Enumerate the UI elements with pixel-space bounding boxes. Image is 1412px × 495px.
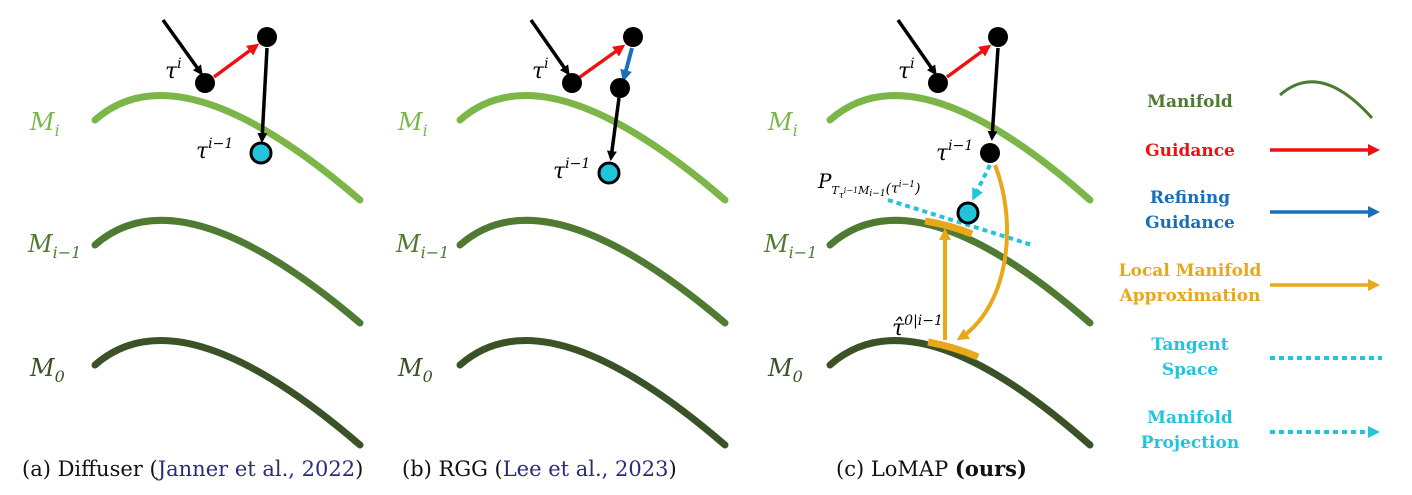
manifold-curve-i (826, 92, 1094, 204)
caption-c: (c) LoMAP (ours) (836, 456, 1027, 481)
guidance-arrow (945, 44, 992, 79)
manifold-curve-i-1 (456, 216, 729, 327)
manifold-curve-0 (826, 337, 1094, 449)
caption-a: (a) Diffuser (Janner et al., 2022) (22, 457, 363, 481)
local-approx-segment-i-1 (924, 217, 974, 238)
label-manifold-0: M0 (767, 354, 803, 386)
panel-b: τi τi−1 Mi Mi−1 M0 (b) RGG (Lee et al., … (395, 18, 729, 481)
point-tau-i-1 (980, 143, 1000, 163)
manifold-curve-i-1 (826, 216, 1094, 327)
label-tau-hat: τ̂0|i−1 (892, 313, 943, 341)
label-manifold-i-1: Mi−1 (395, 230, 449, 262)
point-guided (988, 27, 1008, 47)
label-tau-i: τi (898, 56, 915, 84)
legend-lma-label-2: Approximation (1119, 286, 1261, 306)
point-guided (623, 27, 643, 47)
manifold-curve-i-1 (91, 216, 364, 327)
label-manifold-0: M0 (397, 354, 433, 386)
point-guided (257, 27, 277, 47)
manifold-curve-i (456, 92, 729, 204)
label-tau-i-1: τi−1 (553, 156, 590, 184)
incoming-arrow (896, 18, 937, 76)
point-tau-i-1 (597, 161, 621, 185)
point-refined (610, 78, 630, 98)
guidance-arrow (212, 43, 260, 79)
label-tau-i-1: τi−1 (196, 136, 233, 164)
tangent-space-line (887, 198, 1033, 247)
label-tau-i-1: τi−1 (936, 138, 973, 166)
legend-manifold-label: Manifold (1147, 92, 1233, 112)
legend: Manifold Guidance Refining Guidance Loca… (1119, 80, 1382, 453)
label-manifold-i: Mi (397, 108, 428, 140)
label-manifold-i-1: Mi−1 (27, 230, 81, 262)
projection-arrow (972, 164, 992, 201)
label-manifold-i: Mi (29, 108, 60, 140)
point-tau-i (195, 73, 215, 93)
caption-b: (b) RGG (Lee et al., 2023) (402, 457, 677, 481)
point-projected (956, 201, 980, 225)
denoise-arrow (257, 47, 269, 143)
legend-manifold-swatch (1279, 80, 1374, 120)
label-manifold-i-1: Mi−1 (763, 230, 817, 262)
refining-arrow (620, 47, 634, 82)
label-tau-i: τi (165, 56, 182, 84)
manifold-curve-0 (456, 337, 729, 449)
panel-c: τi τi−1 τ̂0|i−1 PTτi−1Mi−1(τi−1) Mi Mi−1… (763, 18, 1094, 481)
legend-lma-label-1: Local Manifold (1119, 261, 1262, 281)
manifold-curve-i (91, 92, 364, 204)
point-tau-i-1 (249, 141, 273, 165)
label-manifold-0: M0 (29, 354, 65, 386)
label-tau-i: τi (532, 56, 549, 84)
point-tau-i (562, 73, 582, 93)
point-tau-i (928, 73, 948, 93)
incoming-arrow (529, 18, 570, 76)
denoise-arrow (987, 47, 1000, 141)
panel-a: τi τi−1 Mi Mi−1 M0 (a) Diffuser (Janner … (22, 18, 364, 481)
incoming-arrow (161, 18, 203, 76)
legend-guidance-label: Guidance (1145, 141, 1235, 161)
legend-refining-label-1: Refining (1150, 188, 1230, 208)
label-projection: PTτi−1Mi−1(τi−1) (817, 169, 920, 201)
label-manifold-i: Mi (767, 108, 798, 140)
legend-refining-label-2: Guidance (1145, 213, 1235, 233)
legend-projection-label-2: Projection (1141, 433, 1239, 453)
guidance-arrow (578, 44, 626, 79)
legend-tangent-label-1: Tangent (1151, 335, 1228, 355)
legend-tangent-label-2: Space (1162, 360, 1219, 380)
local-approx-segment-0 (927, 338, 980, 361)
manifold-curve-0 (91, 337, 364, 449)
denoise-arrow (606, 97, 621, 161)
legend-projection-label-1: Manifold (1147, 408, 1233, 428)
lma-down-arrow (956, 164, 1010, 341)
